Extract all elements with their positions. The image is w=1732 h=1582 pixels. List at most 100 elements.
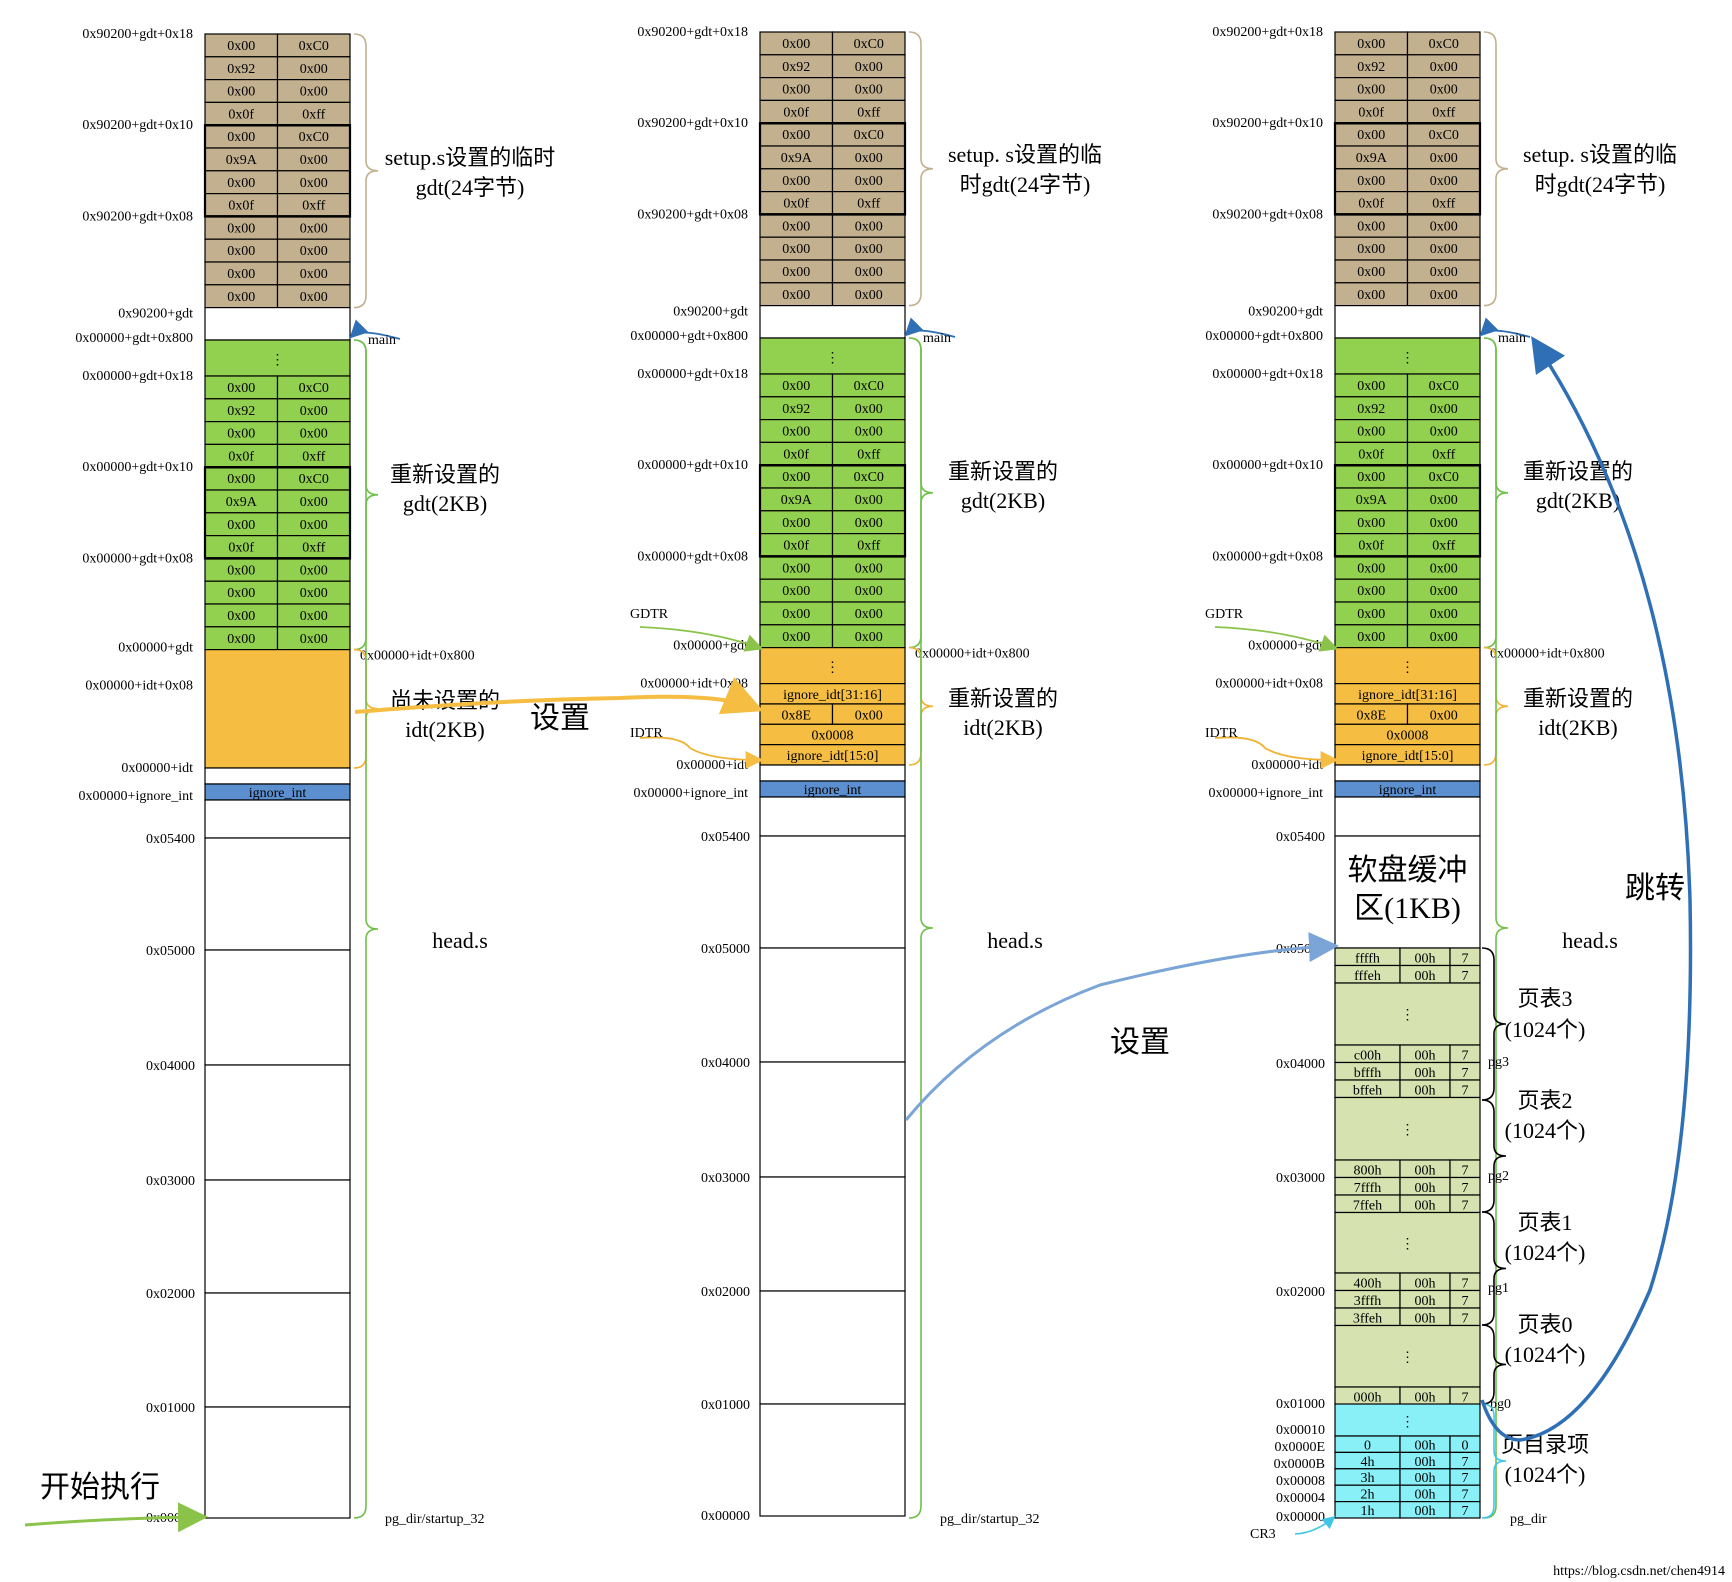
start-label: 开始执行 xyxy=(40,1471,160,1504)
new-gdt-byte: 0x00 xyxy=(300,495,328,510)
idt-field: ignore_idt[31:16] xyxy=(783,688,882,703)
heads-brace xyxy=(353,339,379,1519)
page-table-1-brace xyxy=(1481,1211,1507,1326)
ellipsis: ⋮ xyxy=(1401,1350,1415,1365)
new-gdt-label: gdt(2KB) xyxy=(1536,488,1620,513)
new-gdt-byte: 0x00 xyxy=(855,425,883,440)
new-gdt-byte: 0x00 xyxy=(1357,584,1385,599)
temp-gdt-byte: 0xC0 xyxy=(299,130,329,145)
temp-gdt-byte: 0x00 xyxy=(782,83,810,98)
page-table-0-entry: 00h xyxy=(1415,1391,1436,1406)
new-gdt-byte: 0x00 xyxy=(1357,425,1385,440)
memory-region xyxy=(759,1176,906,1292)
page-table-2-entry: 7 xyxy=(1462,1199,1469,1214)
new-gdt-byte: 0x00 xyxy=(782,630,810,645)
address-label: 0x90200+gdt+0x18 xyxy=(82,27,193,42)
new-gdt-byte: 0xff xyxy=(302,541,325,556)
new-gdt-byte: 0x0f xyxy=(783,539,809,554)
new-gdt-byte: 0x00 xyxy=(1430,516,1458,531)
temp-gdt-byte: 0x00 xyxy=(227,176,255,191)
address-label: 0x00000+gdt+0x18 xyxy=(637,367,748,382)
temp-gdt-byte: 0x00 xyxy=(300,85,328,100)
ignore-int-label: ignore_int xyxy=(249,786,307,801)
new-idt-label: 重新设置的 xyxy=(1523,686,1633,711)
pgdir-label: pg_dir/startup_32 xyxy=(940,1512,1040,1527)
new-gdt-ellipsis-row xyxy=(1334,337,1481,375)
set-idt-arrow xyxy=(354,677,764,715)
page-table-2-entry: 00h xyxy=(1415,1181,1436,1196)
page-table-label: 页表0 xyxy=(1517,1312,1572,1337)
temp-gdt-label: setup. s设置的临 xyxy=(1523,142,1677,167)
memory-region xyxy=(759,796,906,837)
new-gdt-byte: 0x00 xyxy=(855,493,883,508)
new-gdt-byte: 0x0f xyxy=(228,541,254,556)
temp-gdt-byte: 0xC0 xyxy=(299,39,329,54)
address-label: 0x00000+idt+0x08 xyxy=(1215,677,1323,692)
idt-field: ignore_idt[15:0] xyxy=(787,749,879,764)
hex-address: 0x00000 xyxy=(701,1509,750,1524)
temp-gdt-byte: 0x00 xyxy=(1430,288,1458,303)
ellipsis: ⋮ xyxy=(1401,1237,1415,1252)
address-label: 0x00000+idt xyxy=(676,758,748,773)
new-gdt-byte: 0x00 xyxy=(855,402,883,417)
page-table-1-entry: 3ffeh xyxy=(1353,1312,1382,1327)
new-gdt-byte: 0x00 xyxy=(1430,584,1458,599)
temp-gdt-label: gdt(24字节) xyxy=(416,175,525,200)
heads-brace xyxy=(908,337,934,1519)
new-gdt-byte: 0x00 xyxy=(1357,516,1385,531)
new-gdt-byte: 0x00 xyxy=(855,584,883,599)
page-table-1-entry: 00h xyxy=(1415,1312,1436,1327)
memory-region xyxy=(759,1403,906,1517)
new-gdt-byte: 0x00 xyxy=(782,379,810,394)
page-table-0-entry: 000h xyxy=(1354,1391,1382,1406)
temp-gdt-byte: 0xff xyxy=(857,105,880,120)
idtr-arrow xyxy=(639,736,764,769)
gdt-gap xyxy=(1334,305,1481,339)
ellipsis: ⋮ xyxy=(1401,1123,1415,1138)
temp-gdt-byte: 0x00 xyxy=(227,244,255,259)
page-dir-entry: 00h xyxy=(1415,1488,1436,1503)
gdtr-arrow xyxy=(639,626,764,652)
ellipsis: ⋮ xyxy=(1401,351,1415,366)
page-table-3-entry: 00h xyxy=(1415,1066,1436,1081)
page-table-3-entry: ffffh xyxy=(1355,952,1380,967)
new-gdt-byte: 0x00 xyxy=(227,632,255,647)
code-descriptor-outline xyxy=(758,464,907,558)
temp-gdt-label: 时gdt(24字节) xyxy=(960,172,1091,197)
new-gdt-byte: 0x00 xyxy=(782,425,810,440)
address-label: 0x00000+idt+0x800 xyxy=(1490,647,1605,662)
temp-gdt-byte: 0x00 xyxy=(1430,242,1458,257)
page-table-3-entry: bfffh xyxy=(1354,1066,1381,1081)
temp-gdt-byte: 0x00 xyxy=(855,265,883,280)
address-label: 0x00000+gdt xyxy=(118,641,193,656)
new-gdt-byte: 0x00 xyxy=(227,586,255,601)
page-dir-entry: 00h xyxy=(1415,1471,1436,1486)
temp-gdt-byte: 0x00 xyxy=(1357,37,1385,52)
page-table-3-entry: 7 xyxy=(1462,952,1469,967)
new-gdt-byte: 0x9A xyxy=(1356,493,1388,508)
page-dir-entry: 7 xyxy=(1462,1488,1469,1503)
page-dir-entry: 7 xyxy=(1462,1504,1469,1519)
page-table-1-entry: 7 xyxy=(1462,1294,1469,1309)
temp-gdt-brace xyxy=(908,31,934,307)
new-gdt-byte: 0x00 xyxy=(855,561,883,576)
new-gdt-byte: 0x00 xyxy=(227,518,255,533)
code-descriptor-outline xyxy=(203,124,352,218)
heads-label: head.s xyxy=(432,928,488,953)
page-table-3-entry: 00h xyxy=(1415,1084,1436,1099)
new-gdt-byte: 0xC0 xyxy=(1429,470,1459,485)
page-dir-address: 0x00000 xyxy=(1276,1510,1325,1525)
set-pagetable-arrow xyxy=(904,932,1339,1121)
temp-gdt-byte: 0x00 xyxy=(782,128,810,143)
code-descriptor-outline xyxy=(203,466,352,560)
address-label: 0x00000+gdt xyxy=(673,639,748,654)
page-table-count: (1024个) xyxy=(1505,1118,1586,1143)
page-dir-entry: 7 xyxy=(1462,1471,1469,1486)
hex-address: 0x02000 xyxy=(1276,1285,1325,1300)
gdtr-arrow xyxy=(1214,626,1339,652)
idt-field: 0x0008 xyxy=(1387,729,1429,744)
page-dir-entry: 0 xyxy=(1462,1438,1469,1453)
new-gdt-byte: 0x00 xyxy=(1430,561,1458,576)
temp-gdt-byte: 0x00 xyxy=(855,83,883,98)
temp-gdt-byte: 0x00 xyxy=(227,85,255,100)
